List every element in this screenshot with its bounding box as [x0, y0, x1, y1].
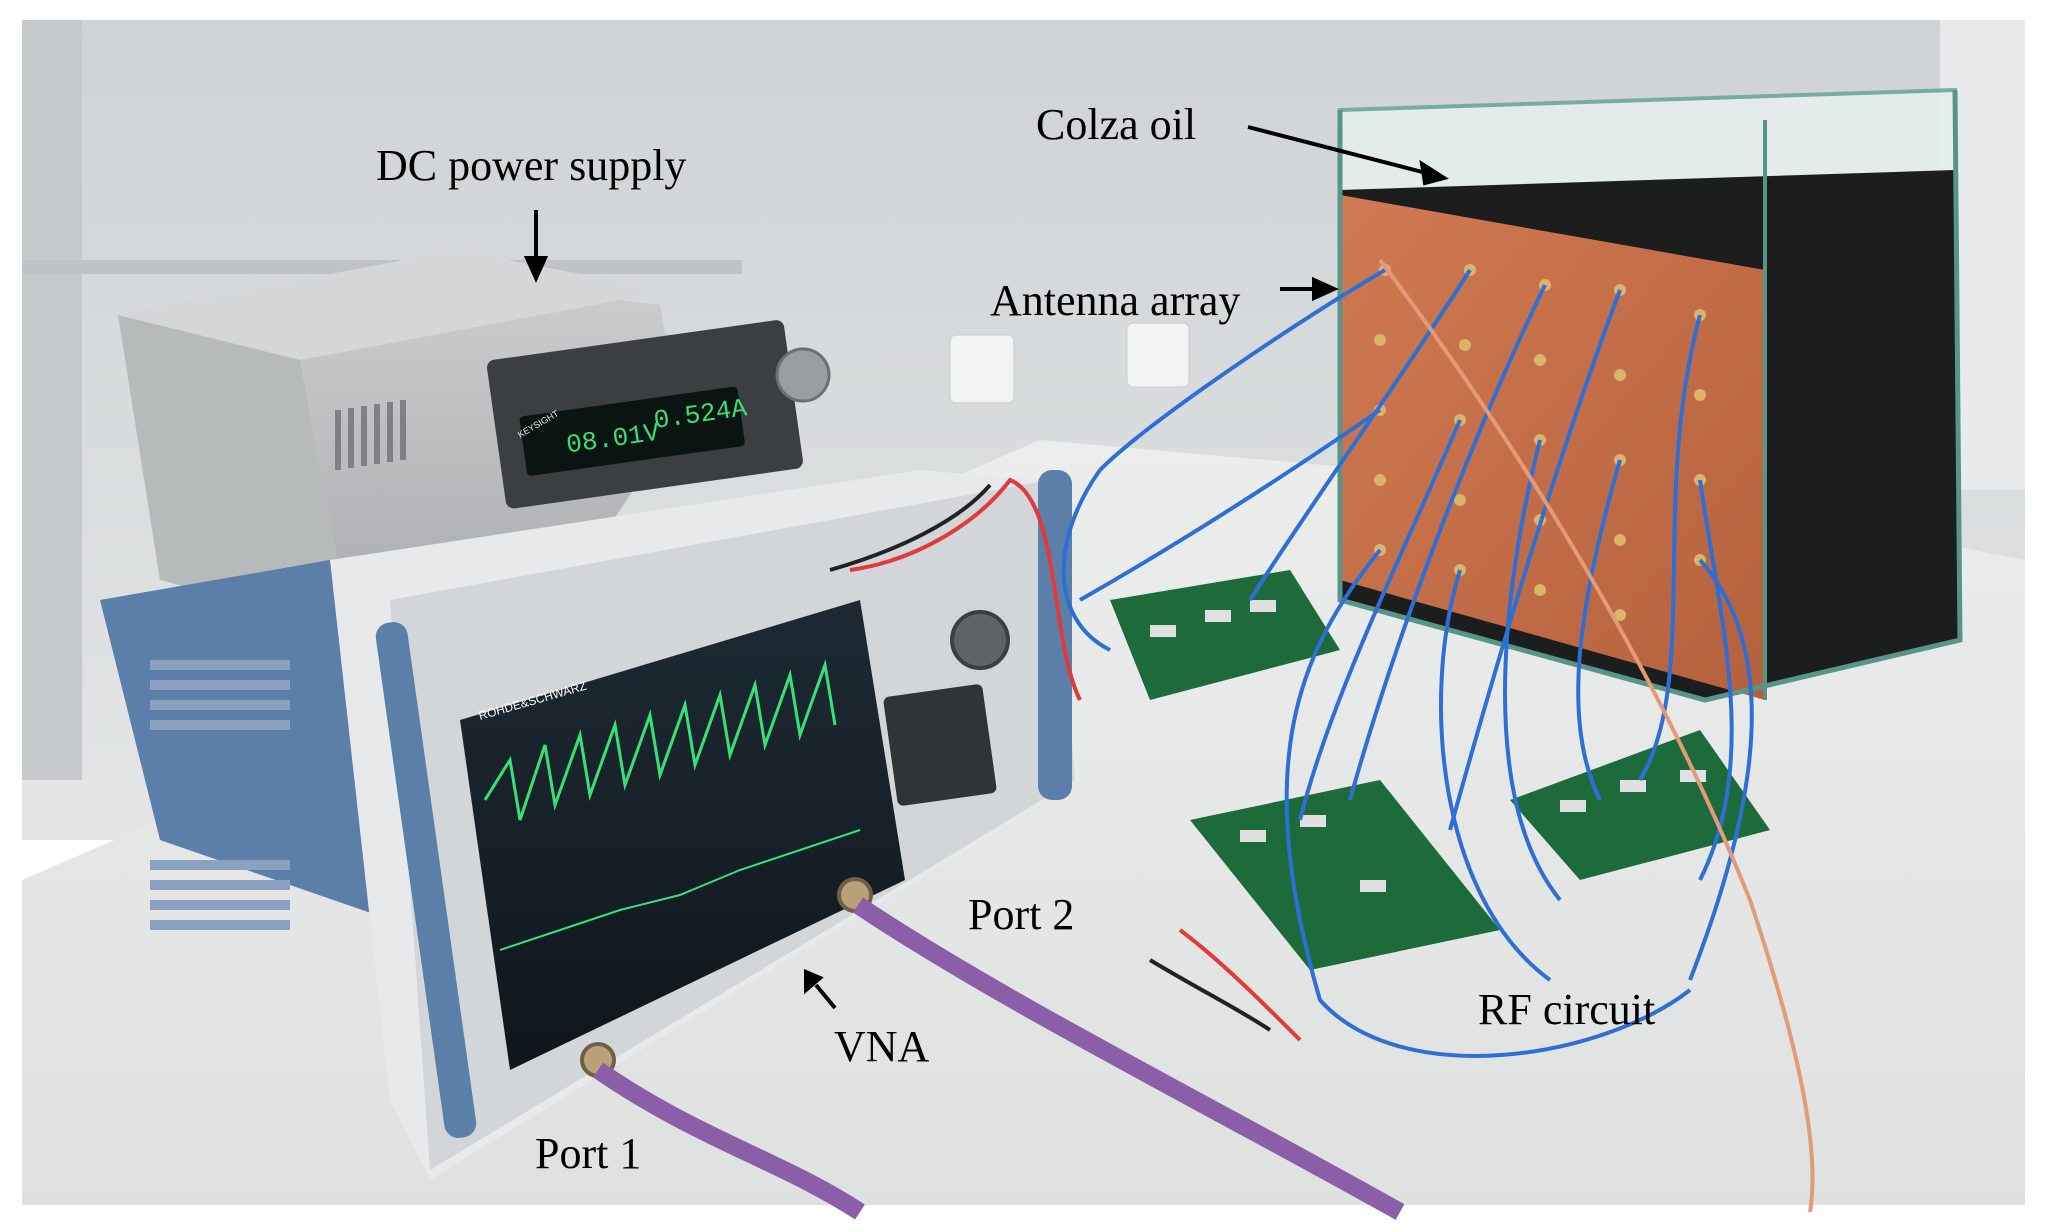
vna-label: VNA — [834, 1022, 930, 1071]
port-1-label: Port 1 — [535, 1129, 642, 1178]
dc-power-supply-label: DC power supply — [376, 141, 687, 190]
port-2-label: Port 2 — [968, 890, 1075, 939]
antenna-array-label: Antenna array — [990, 276, 1241, 325]
colza-oil-label: Colza oil — [1036, 100, 1197, 149]
rf-circuit-label: RF circuit — [1478, 985, 1656, 1034]
